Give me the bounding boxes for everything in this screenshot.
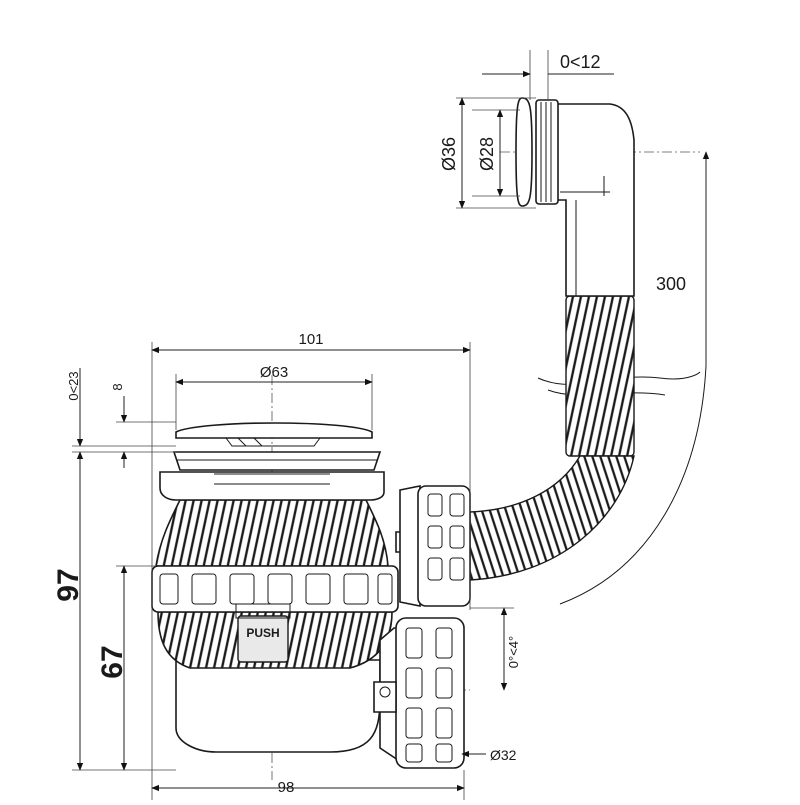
label-flange-diameter: Ø63 (260, 364, 288, 381)
label-body-width: 101 (298, 331, 323, 348)
label-wall-adjust: 0<23 (66, 371, 81, 400)
push-button (237, 615, 289, 663)
label-overflow-outer: Ø36 (439, 137, 459, 171)
label-base-width: 98 (278, 779, 295, 796)
push-label: PUSH (246, 626, 279, 640)
label-outlet-diameter: Ø32 (490, 747, 517, 763)
label-height-outlet: 67 (96, 645, 129, 678)
dimension-lines (72, 50, 710, 800)
label-outlet-angle: 0°<4° (506, 636, 521, 668)
label-stopper-lift: 8 (110, 383, 125, 390)
hose-vertical-ribs (565, 295, 635, 457)
label-overflow-wall: 0<12 (560, 52, 601, 72)
outlet-connector-nut (373, 617, 465, 769)
hose-connector-nut (399, 485, 471, 607)
label-hose-length: 300 (656, 274, 686, 294)
waste-body: PUSH (151, 422, 439, 753)
label-overflow-inner: Ø28 (477, 137, 497, 171)
dimension-labels: 101 Ø63 98 97 67 0<23 8 300 Ø36 Ø28 0<12… (52, 52, 686, 796)
label-height-overall: 97 (52, 568, 85, 601)
flexible-hose (469, 97, 701, 581)
